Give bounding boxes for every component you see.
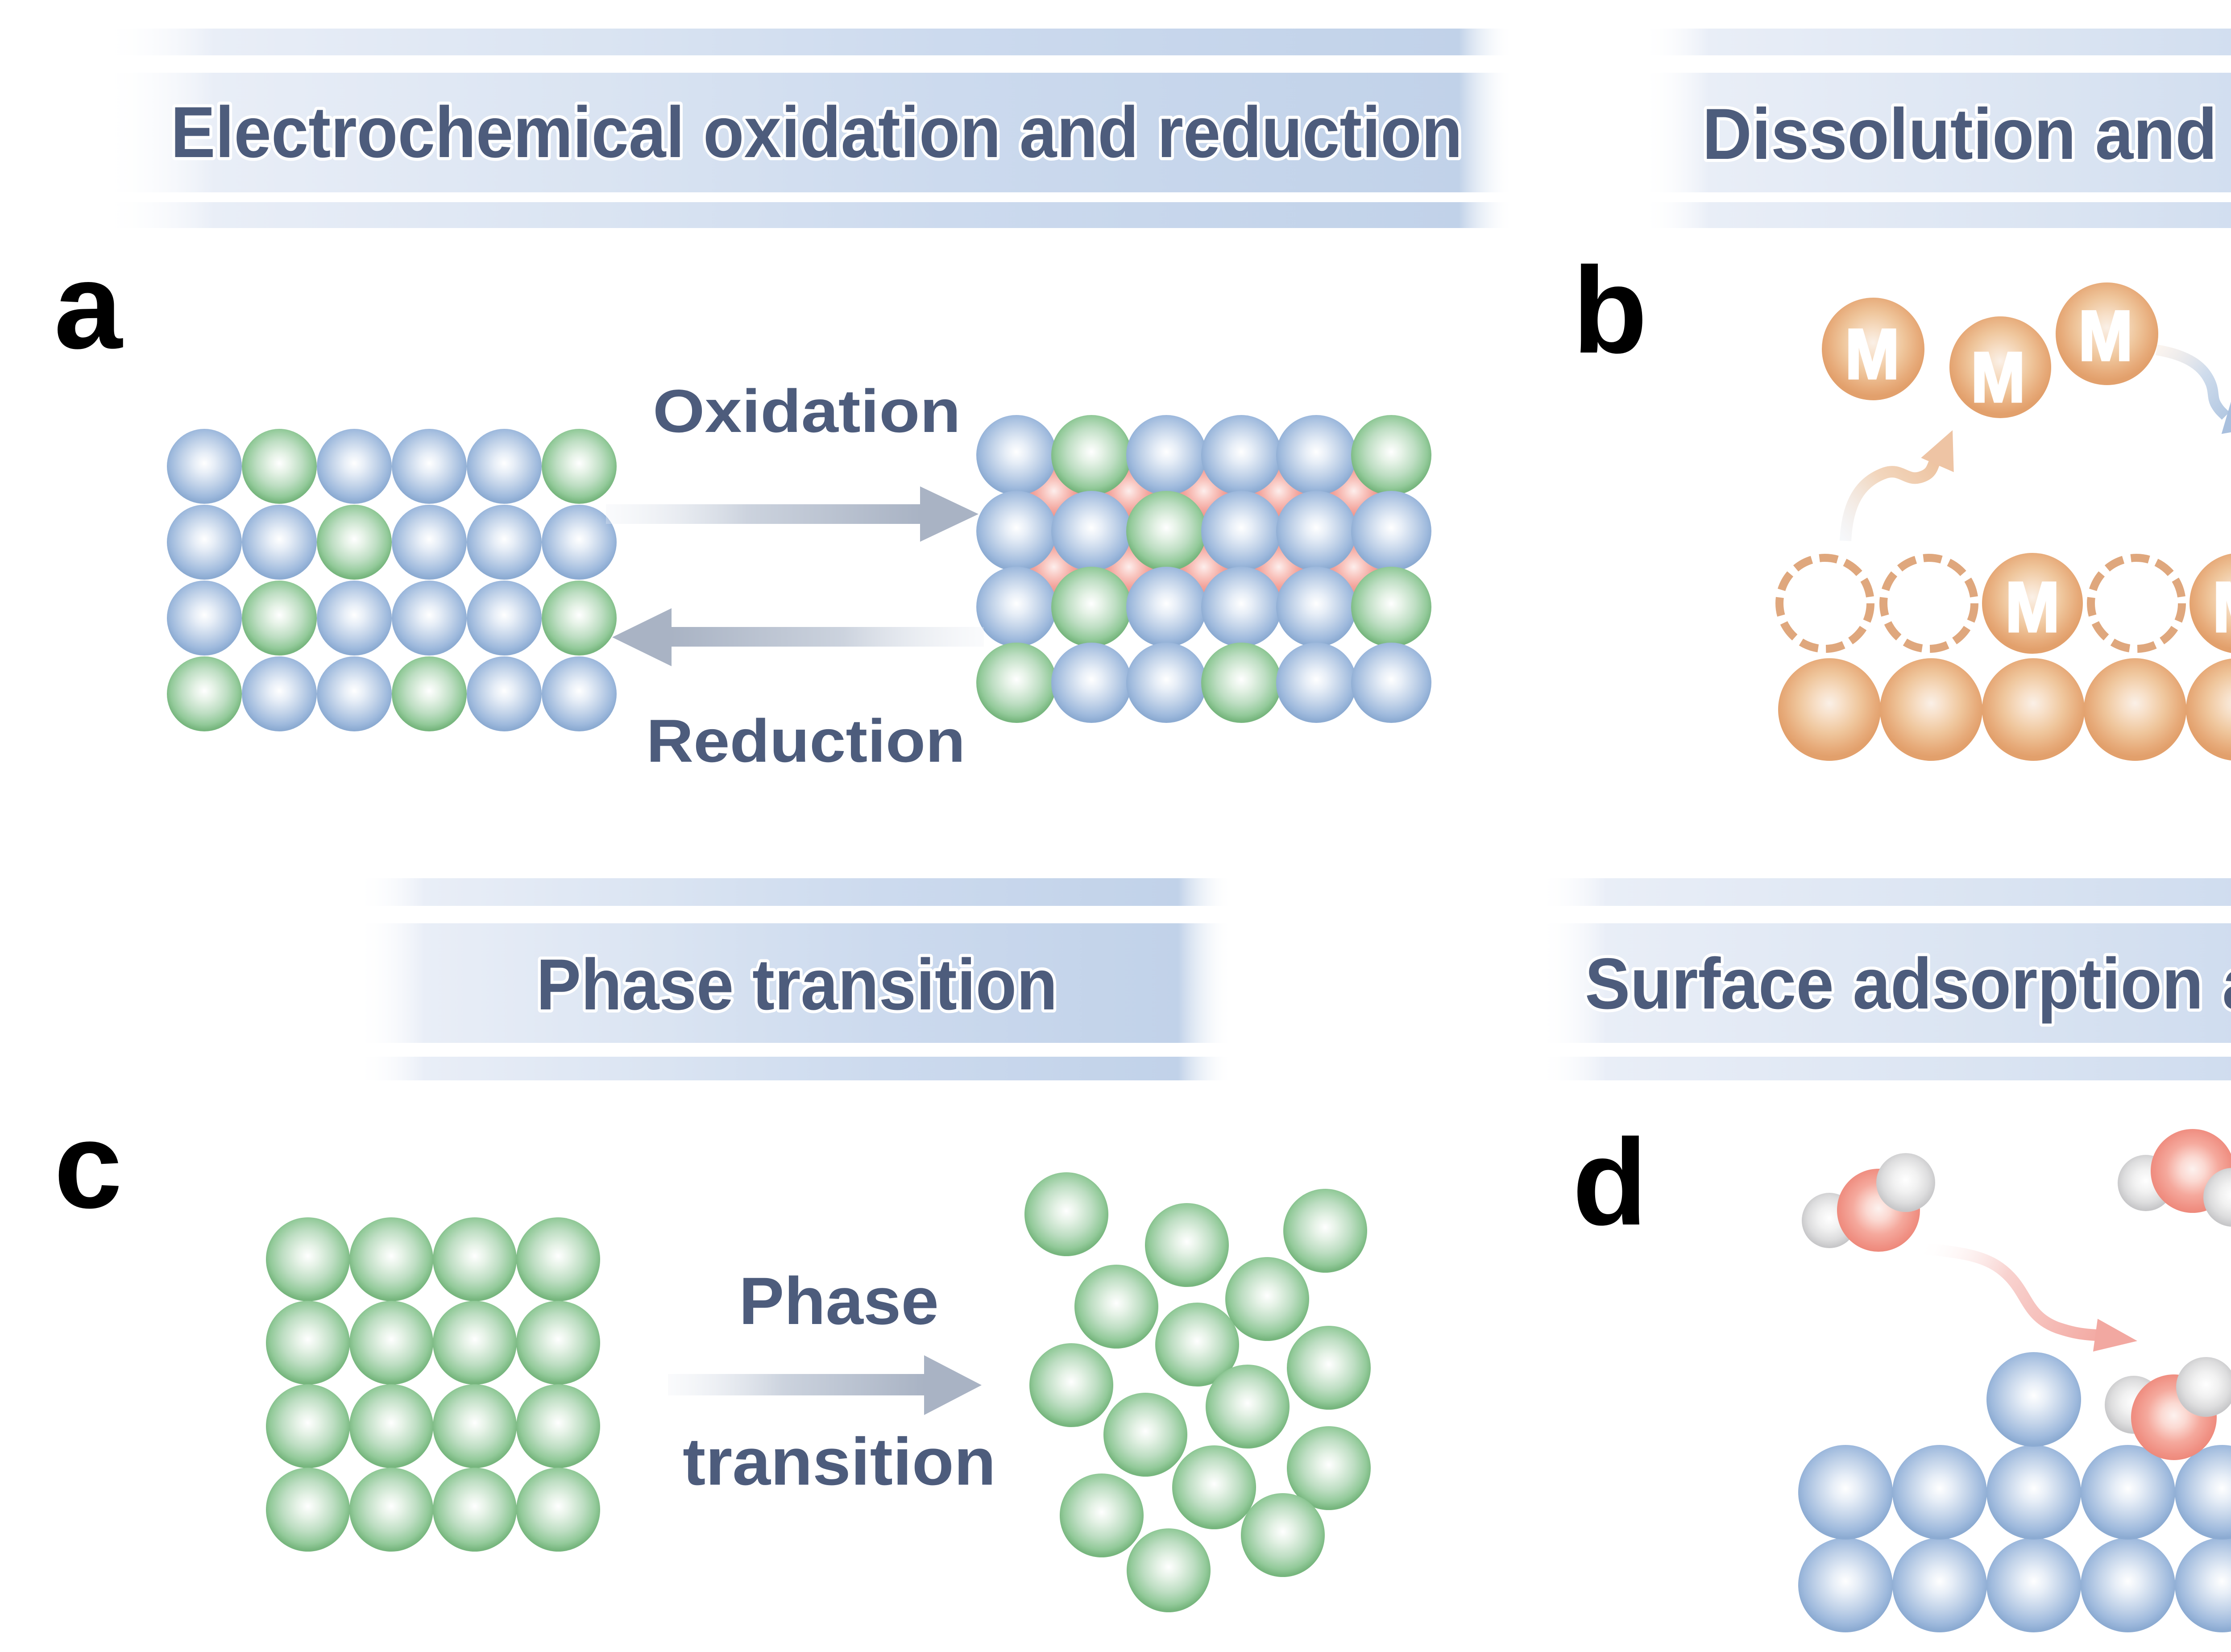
svg-text:M: M (2213, 567, 2231, 647)
svg-text:transition: transition (683, 1424, 996, 1499)
svg-text:Surface adsorption and coordin: Surface adsorption and coordination (1585, 943, 2231, 1024)
svg-text:M: M (1845, 314, 1899, 394)
svg-text:Phase transition: Phase transition (536, 944, 1057, 1025)
svg-text:Phase: Phase (739, 1263, 939, 1338)
svg-text:M: M (1971, 337, 2025, 417)
svg-text:M: M (2005, 567, 2060, 647)
svg-text:Oxidation: Oxidation (653, 377, 961, 445)
svg-text:b: b (1572, 242, 1647, 379)
svg-text:Electrochemical oxidation and: Electrochemical oxidation and reduction (171, 92, 1463, 173)
svg-text:c: c (54, 1097, 122, 1234)
svg-text:Dissolution and redeposition: Dissolution and redeposition (1702, 94, 2231, 174)
svg-text:M: M (2078, 296, 2133, 375)
svg-text:Reduction: Reduction (647, 707, 966, 775)
svg-text:a: a (54, 237, 123, 374)
svg-text:d: d (1572, 1114, 1647, 1251)
